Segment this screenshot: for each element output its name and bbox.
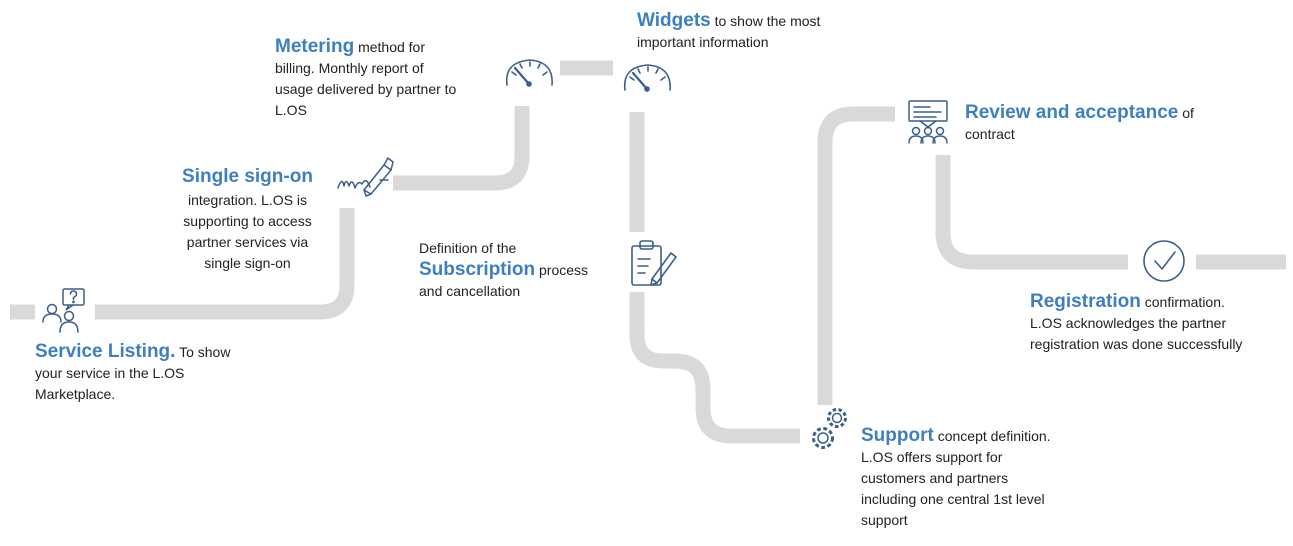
step-review: Review and acceptance of contract: [965, 102, 1265, 145]
step-description: process: [539, 262, 589, 278]
path-segment-1: [95, 208, 355, 320]
step-description: contract: [965, 126, 1015, 142]
step-description: to show the most: [714, 13, 821, 29]
step-title: Metering: [275, 36, 355, 57]
step-description: L.OS offers support for customers and pa…: [861, 449, 1045, 528]
step-description: Definition of the: [419, 240, 517, 256]
step-title: Single sign-on: [182, 166, 313, 187]
gears-icon: [812, 408, 847, 449]
step-description: method for: [358, 39, 426, 55]
step-title: Review and acceptance: [965, 102, 1179, 123]
step-description: and cancellation: [419, 283, 521, 299]
step-description: L.OS acknowledges the partner registrati…: [1030, 315, 1243, 352]
step-title: Registration: [1030, 291, 1141, 312]
step-metering: Metering method for billing. Monthly rep…: [275, 36, 515, 121]
step-description: To show: [179, 344, 231, 360]
gauge-icon: [505, 59, 553, 87]
step-service-listing: Service Listing. To show your service in…: [35, 341, 295, 405]
step-description: billing. Monthly report of usage deliver…: [275, 60, 457, 118]
user-question-icon: [42, 288, 85, 333]
step-description: of: [1182, 105, 1194, 121]
step-support: Support concept definition. L.OS offers …: [861, 425, 1121, 531]
step-title: Subscription: [419, 259, 536, 280]
step-title: Widgets: [637, 10, 711, 31]
step-widgets: Widgets to show the most important infor…: [637, 10, 877, 53]
step-description: your service in the L.OS Marketplace.: [35, 365, 185, 402]
step-registration: Registration confirmation. L.OS acknowle…: [1030, 291, 1290, 355]
step-description: concept definition.: [937, 428, 1051, 444]
step-description: confirmation.: [1144, 294, 1225, 310]
path-segment-7: [935, 155, 1128, 270]
step-title: Support: [861, 425, 934, 446]
gauge-icon: [623, 64, 671, 92]
step-description: important information: [637, 34, 769, 50]
step-subscription: Definition of the Subscription process a…: [419, 238, 629, 302]
check-circle-icon: [1143, 240, 1185, 282]
path-segment-6: [817, 106, 895, 405]
step-single-sign-on: Single sign-on integration. L.OS is supp…: [160, 163, 335, 274]
step-description: integration. L.OS is supporting to acces…: [183, 192, 312, 271]
path-segment-2: [393, 106, 530, 191]
clipboard-edit-icon: [631, 240, 677, 286]
step-title: Service Listing.: [35, 341, 176, 362]
signature-pen-icon: [337, 157, 394, 197]
path-segment-5: [629, 292, 800, 444]
presentation-group-icon: [908, 100, 948, 144]
